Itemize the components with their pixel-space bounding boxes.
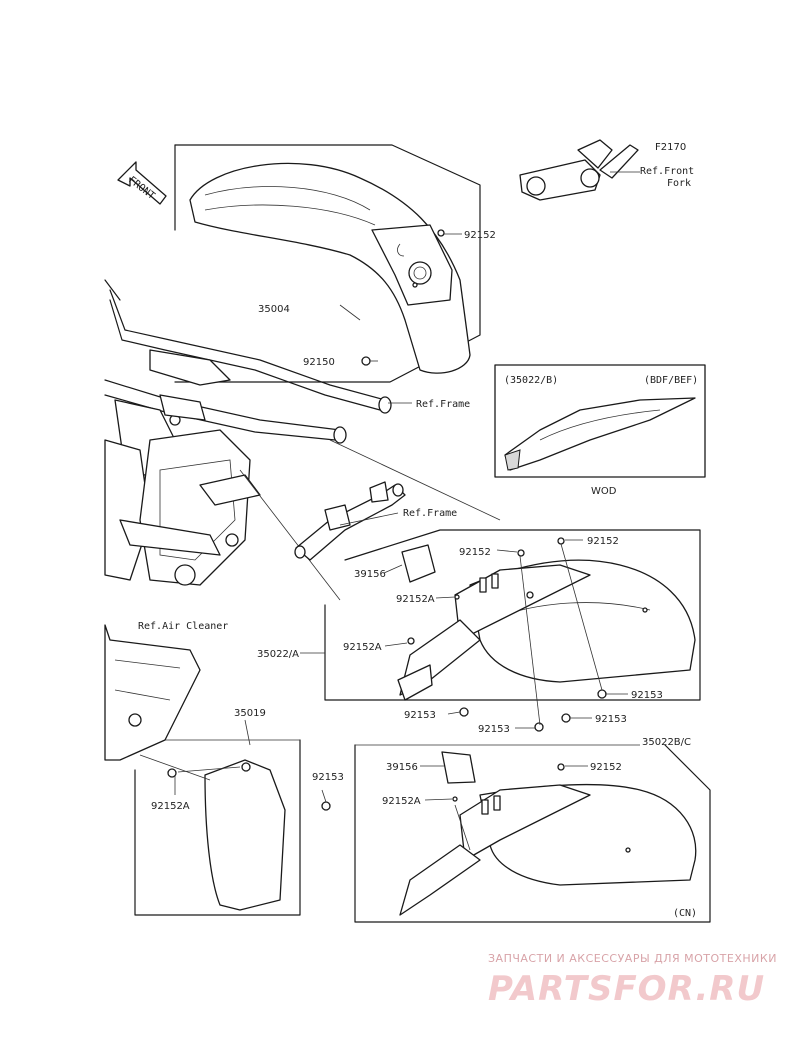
- rear-fender-35022a: [397, 559, 696, 701]
- frame-reference: [104, 279, 501, 601]
- label-92153-bottom2: 92153: [478, 724, 510, 735]
- guard-35019-box: [134, 739, 331, 916]
- label-ref-front-fork-1: Ref.Front: [640, 166, 694, 177]
- label-35022a: 35022/A: [257, 649, 299, 660]
- front-fender-group-outline: [174, 144, 481, 383]
- label-wod: WOD: [591, 486, 617, 497]
- label-f2170: F2170: [655, 142, 686, 153]
- label-92153-left: 92153: [404, 710, 436, 721]
- reflector-39156: [401, 544, 436, 583]
- label-ref-frame-1: Ref.Frame: [416, 399, 470, 410]
- label-ref-frame-2: Ref.Frame: [403, 508, 457, 519]
- leader-lines: [174, 233, 628, 851]
- label-92153-bottom: 92153: [595, 714, 627, 725]
- label-35019: 35019: [234, 708, 266, 719]
- label-92152-mid-left: 92152: [459, 547, 491, 558]
- label-92153-right: 92153: [631, 690, 663, 701]
- label-cn: (CN): [673, 908, 697, 919]
- label-92150: 92150: [303, 357, 335, 368]
- frame-bracket-reference: [294, 481, 406, 561]
- label-92153-lower: 92153: [312, 772, 344, 783]
- front-direction-arrow: FRONT: [117, 161, 167, 205]
- label-92152a-lower: 92152A: [151, 801, 190, 812]
- label-39156-low: 39156: [386, 762, 418, 773]
- label-92152-low: 92152: [590, 762, 622, 773]
- air-cleaner-reference: [104, 624, 211, 781]
- label-35022bc: 35022B/C: [642, 737, 691, 748]
- label-92152a-mid2: 92152A: [343, 642, 382, 653]
- rear-fender-35022bc-group: [354, 744, 711, 923]
- inset-box-35022b: [494, 364, 706, 478]
- label-92152a-mid1: 92152A: [396, 594, 435, 605]
- front-fork-reference: [519, 139, 640, 201]
- front-fender-35004: [189, 162, 471, 374]
- label-39156-mid: 39156: [354, 569, 386, 580]
- watermark-brand: PARTSFOR.RU: [488, 969, 765, 1009]
- label-ref-air-cleaner: Ref.Air Cleaner: [138, 621, 228, 632]
- label-92152-mid-right: 92152: [587, 536, 619, 547]
- label-92152a-low: 92152A: [382, 796, 421, 807]
- label-35004: 35004: [258, 304, 290, 315]
- label-bdf-bef: (BDF/BEF): [644, 375, 698, 386]
- watermark: ЗАПЧАСТИ И АКСЕССУАРЫ ДЛЯ МОТОТЕХНИКИ PA…: [488, 952, 777, 1009]
- label-92152-top: 92152: [464, 230, 496, 241]
- label-ref-front-fork-2: Fork: [667, 178, 691, 189]
- watermark-tagline: ЗАПЧАСТИ И АКСЕССУАРЫ ДЛЯ МОТОТЕХНИКИ: [488, 952, 777, 965]
- part-labels: F2170 Ref.Front Fork 92152 35004 92150 R…: [138, 142, 698, 919]
- label-35022b-box: (35022/B): [504, 375, 558, 386]
- rear-fender-a-group-outline: [300, 529, 701, 701]
